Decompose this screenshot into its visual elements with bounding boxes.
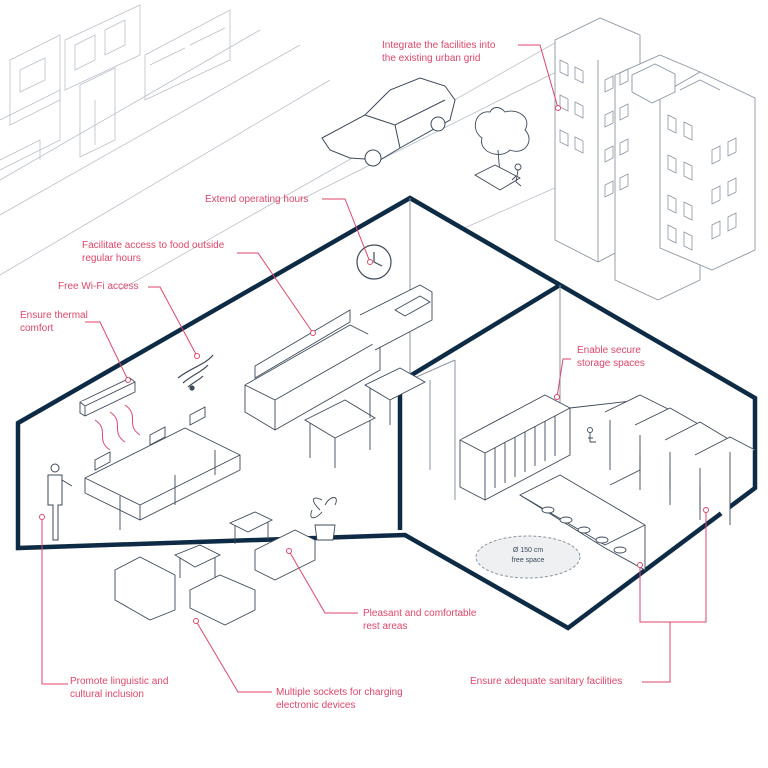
building-outline	[15, 195, 758, 631]
label-sanitary: Ensure adequate sanitary facilities	[470, 676, 623, 687]
wifi-icon	[177, 354, 214, 391]
food-counter	[244, 284, 433, 431]
label-urban-grid: Integrate the facilities into the existi…	[382, 40, 496, 64]
plant-icon	[310, 497, 337, 541]
airflow-lines	[94, 404, 141, 451]
label-operating-hours: Extend operating hours	[205, 194, 309, 205]
street-background	[0, 4, 641, 291]
label-rest-areas: Pleasant and comfortable rest areas	[363, 608, 477, 632]
callout-dots	[39, 105, 709, 624]
urban-buildings	[554, 17, 756, 301]
standing-person	[47, 463, 73, 541]
label-wifi: Free Wi-Fi access	[58, 281, 139, 292]
free-space-caption: free space	[511, 557, 545, 564]
label-inclusion: Promote linguistic and cultural inclusio…	[70, 676, 169, 700]
label-storage: Enable secure storage spaces	[577, 345, 645, 369]
callout-leaders	[41, 44, 707, 693]
person-icon	[511, 163, 522, 187]
label-sockets: Multiple sockets for charging electronic…	[276, 687, 403, 711]
lockers	[459, 394, 571, 501]
car-icon	[321, 77, 456, 167]
accessible-toilet-icon	[587, 427, 596, 443]
label-thermal: Ensure thermal comfort	[20, 310, 88, 334]
sink-counter	[519, 474, 646, 571]
building-windows	[559, 59, 737, 251]
clock-icon	[356, 244, 392, 280]
label-food-access: Facilitate access to food outside regula…	[82, 240, 225, 264]
lounge-furniture	[114, 511, 316, 626]
interior-walls	[404, 198, 561, 500]
free-space-circle	[475, 535, 581, 579]
workstations	[84, 406, 241, 530]
toilet-stalls	[569, 394, 756, 525]
tree-icon	[474, 107, 530, 191]
dining-tables	[304, 367, 426, 468]
free-space-diameter: Ø 150 cm	[512, 547, 544, 554]
